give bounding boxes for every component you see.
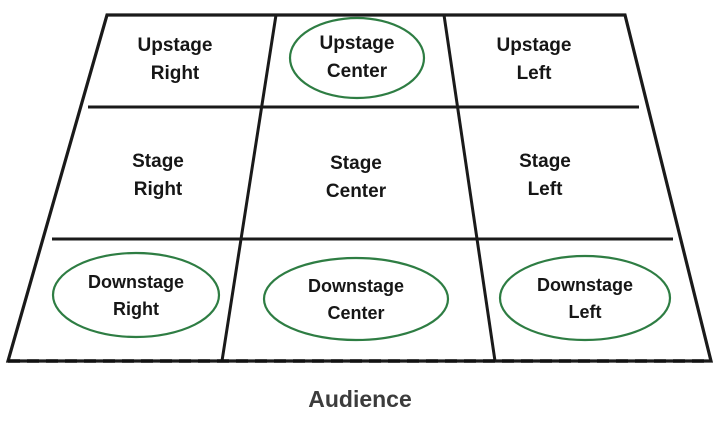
zone-label-stage-left-line2: Left (528, 179, 564, 200)
zone-label-stage-center-line2: Center (326, 181, 387, 202)
zone-label-upstage-center-line2: Center (327, 61, 388, 82)
divider-right-vertical (220, 14, 278, 362)
zone-label-downstage-right-line2: Right (113, 299, 159, 319)
zone-label-downstage-center-line2: Center (327, 303, 384, 323)
zone-label-stage-center-line1: Stage (330, 153, 382, 174)
audience-label: Audience (308, 386, 412, 412)
highlight-ellipse-upstage-center (288, 16, 426, 100)
zone-label-stage-right-line2: Right (134, 179, 183, 200)
zone-label-upstage-right-line2: Right (151, 63, 200, 84)
zone-label-upstage-right-line1: Upstage (138, 35, 213, 56)
highlight-ellipse-downstage-left (498, 254, 672, 342)
zone-label-downstage-left-line2: Left (569, 302, 602, 322)
stage-outline-shape (5, 13, 714, 363)
zone-label-downstage-center-line1: Downstage (308, 276, 404, 296)
divider-left-vertical (442, 14, 497, 362)
zone-label-stage-left-line1: Stage (519, 151, 571, 172)
zone-label-stage-right-line1: Stage (132, 151, 184, 172)
zone-label-upstage-left-line2: Left (517, 63, 553, 84)
zone-label-downstage-right-line1: Downstage (88, 272, 184, 292)
highlight-ellipse-downstage-center (262, 256, 450, 342)
highlight-ellipse-downstage-right (51, 251, 221, 339)
zone-label-upstage-left-line1: Upstage (497, 35, 572, 56)
zone-label-upstage-center-line1: Upstage (320, 33, 395, 54)
zone-label-downstage-left-line1: Downstage (537, 275, 633, 295)
